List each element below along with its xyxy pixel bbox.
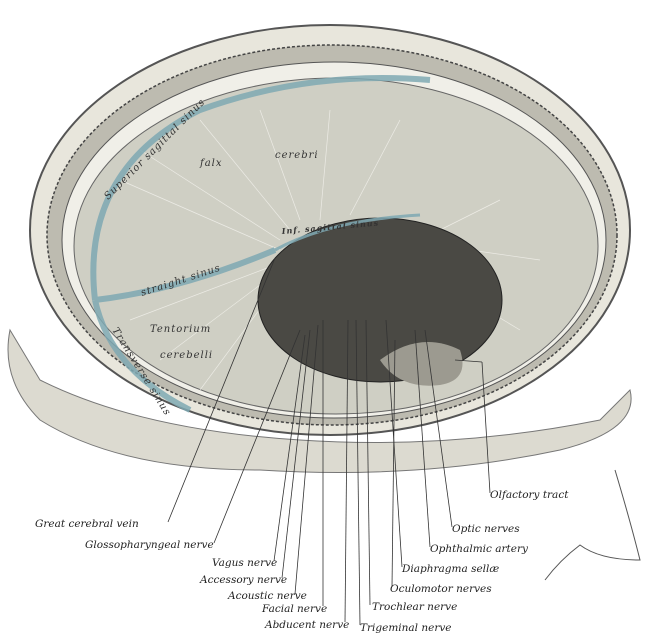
callout-labels: Great cerebral vein Glossopharyngeal ner… — [35, 489, 569, 634]
callout-ophthalmic-artery: Ophthalmic artery — [430, 543, 529, 555]
straight-sinus — [94, 247, 277, 303]
callout-vagus-nerve: Vagus nerve — [212, 557, 277, 569]
inferior-sagittal-sinus — [274, 213, 421, 252]
cranial-cavity-opening — [257, 217, 503, 383]
label-tentorium: Tentorium — [150, 324, 211, 335]
callout-trigeminal-nerve: Trigeminal nerve — [360, 622, 452, 634]
label-cerebelli: cerebelli — [160, 350, 213, 361]
venous-sinuses — [90, 75, 431, 413]
leader-lines — [167, 257, 491, 626]
callout-great-cerebral-vein: Great cerebral vein — [35, 518, 139, 530]
callout-facial-nerve: Facial nerve — [261, 603, 327, 615]
scalp-hair — [7, 328, 632, 473]
callout-abducent-nerve: Abducent nerve — [264, 619, 349, 631]
transverse-sinus — [92, 299, 192, 413]
label-falx: falx — [199, 158, 223, 169]
callout-accessory-nerve: Accessory nerve — [199, 574, 287, 586]
callout-diaphragma-sellae: Diaphragma sellæ — [401, 563, 499, 575]
callout-optic-nerves: Optic nerves — [452, 523, 520, 535]
nose-outline — [544, 469, 641, 581]
callout-glossopharyngeal-nerve: Glossopharyngeal nerve — [85, 539, 214, 551]
callout-olfactory-tract: Olfactory tract — [490, 489, 569, 501]
label-cerebri: cerebri — [275, 150, 319, 161]
callout-oculomotor-nerves: Oculomotor nerves — [390, 583, 492, 595]
callout-acoustic-nerve: Acoustic nerve — [227, 590, 307, 602]
sella-region — [380, 342, 463, 386]
superior-sagittal-sinus — [90, 75, 431, 301]
callout-trochlear-nerve: Trochlear nerve — [372, 601, 457, 613]
